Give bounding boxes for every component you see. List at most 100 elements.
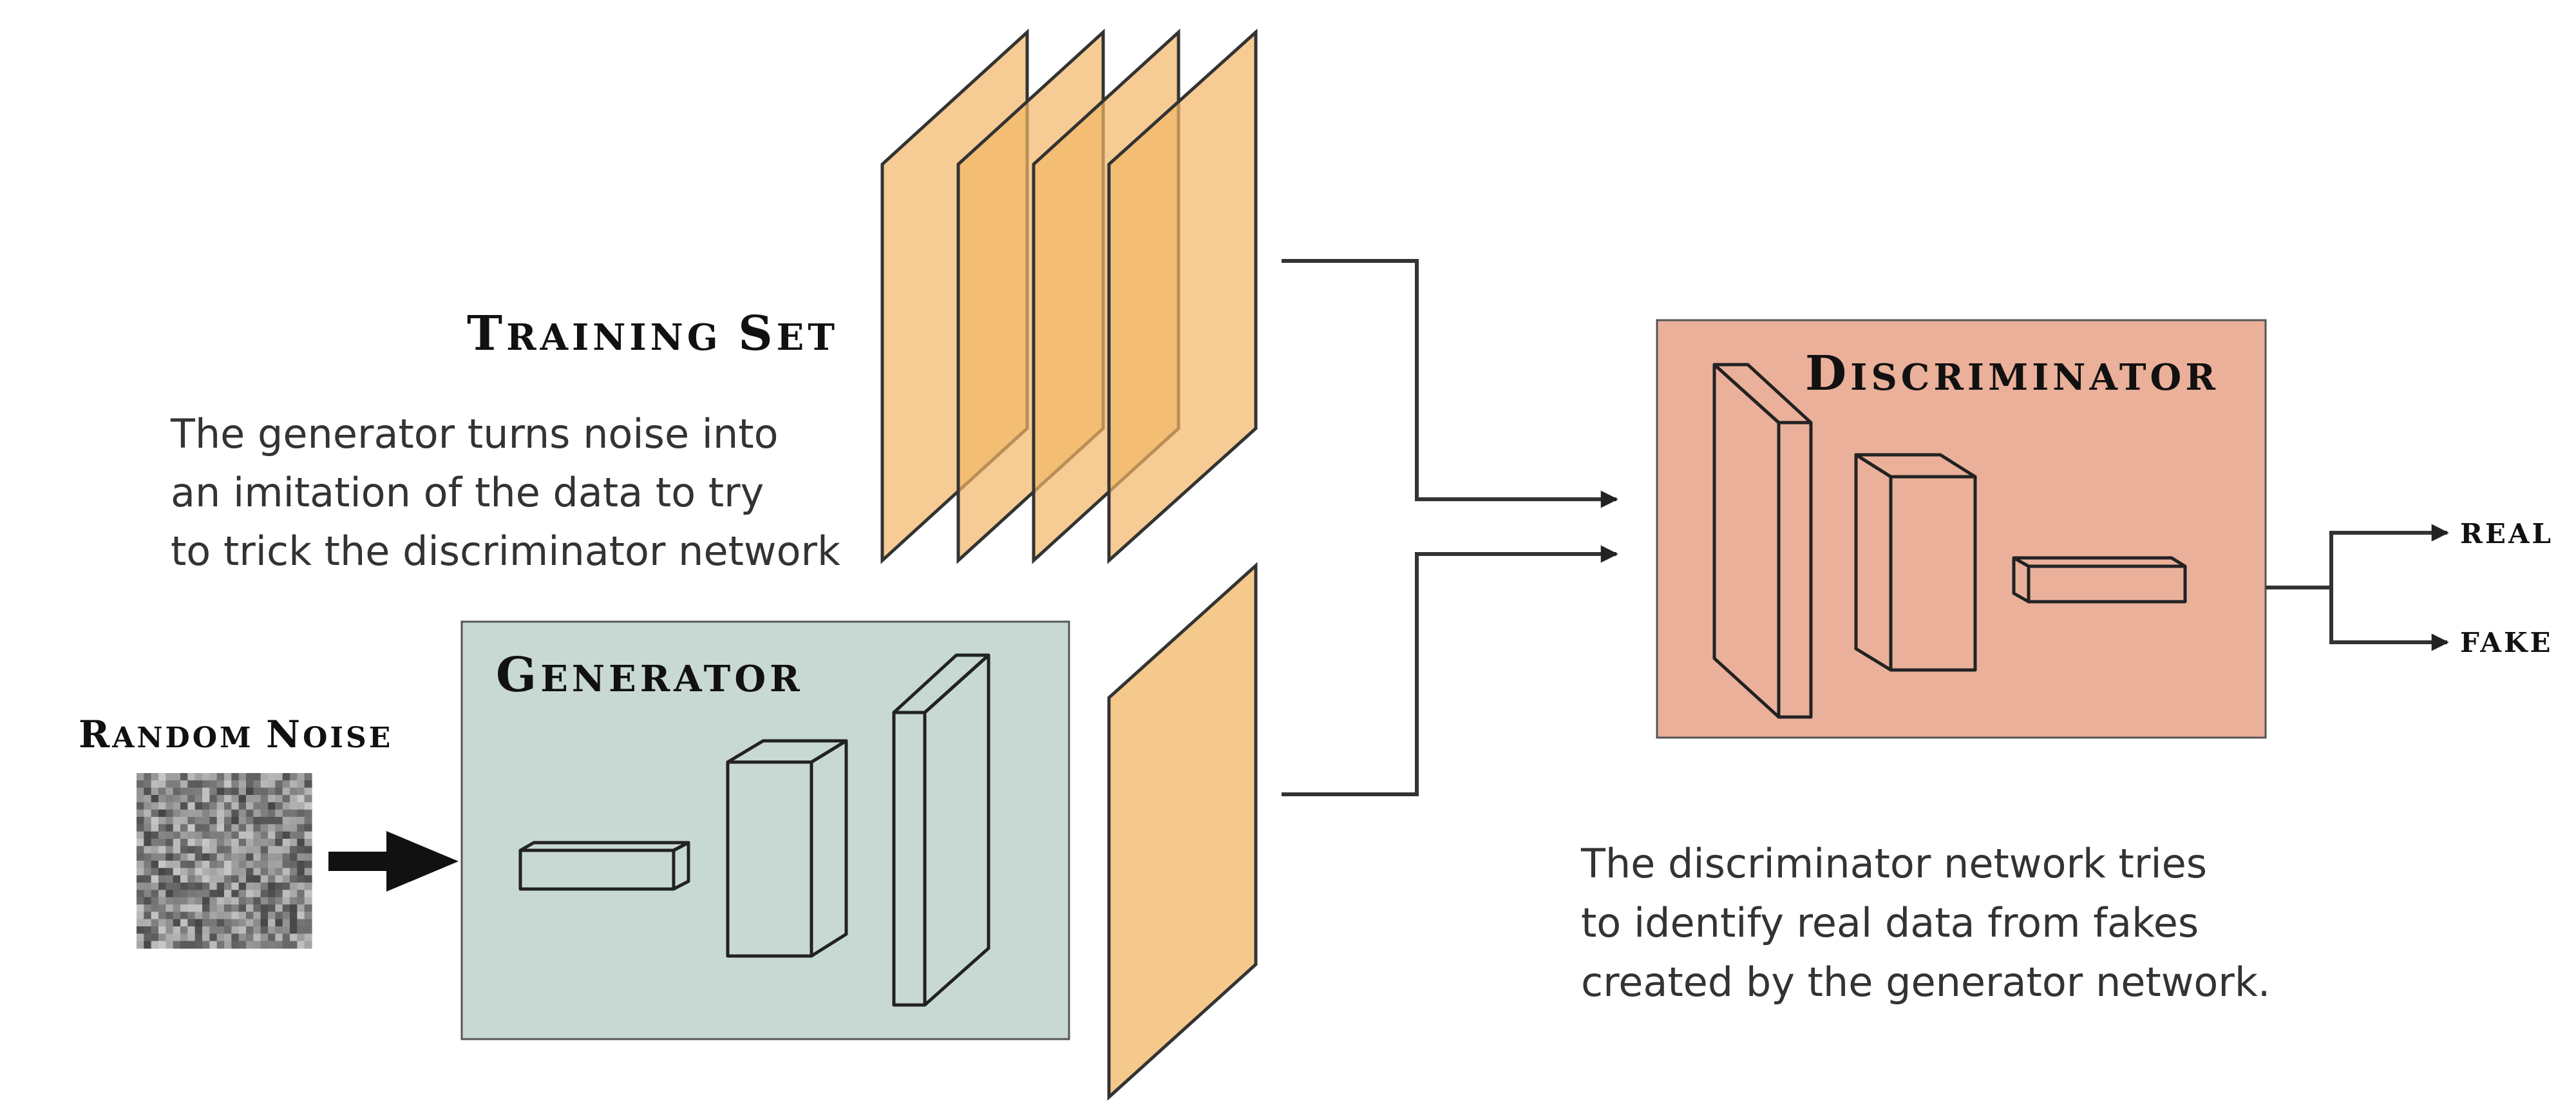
noise-pixel [166, 933, 174, 942]
noise-pixel [202, 897, 210, 905]
noise-pixel [282, 787, 290, 796]
noise-pixel [151, 802, 159, 810]
noise-pixel [209, 831, 218, 839]
noise-pixel [209, 809, 218, 818]
noise-pixel [297, 933, 305, 942]
noise-pixel [202, 817, 210, 825]
noise-pixel [297, 912, 305, 920]
noise-pixel [297, 780, 305, 789]
noise-pixel [187, 868, 196, 876]
noise-pixel [290, 890, 298, 898]
noise-pixel [290, 861, 298, 868]
noise-pixel [246, 853, 254, 861]
noise-pixel [144, 802, 152, 810]
noise-pixel [144, 941, 152, 949]
noise-pixel [238, 839, 247, 846]
noise-pixel [253, 904, 261, 912]
noise-pixel [246, 875, 254, 883]
noise-pixel [173, 933, 181, 942]
noise-pixel [304, 824, 312, 832]
noise-pixel [238, 861, 247, 868]
noise-pixel [144, 839, 152, 846]
generator-note: The generator turns noise into an imitat… [170, 410, 840, 575]
noise-pixel [297, 831, 305, 839]
noise-pixel [238, 919, 247, 927]
noise-pixel [231, 868, 240, 876]
noise-pixel [260, 780, 269, 789]
noise-pixel [144, 817, 152, 825]
noise-pixel [144, 883, 152, 890]
noise-pixel [275, 780, 283, 789]
noise-pixel [282, 933, 290, 942]
noise-pixel [187, 904, 196, 912]
noise-pixel [202, 824, 210, 832]
noise-pixel [238, 787, 247, 796]
generator-title: GENERATOR [496, 647, 804, 703]
noise-pixel [180, 875, 188, 883]
noise-pixel [144, 926, 152, 934]
noise-pixel [151, 890, 159, 898]
noise-pixel [166, 941, 174, 949]
noise-pixel [158, 787, 166, 796]
noise-pixel [246, 817, 254, 825]
noise-pixel [304, 941, 312, 949]
discriminator-note-line-1: The discriminator network tries [1580, 840, 2207, 887]
noise-pixel [260, 897, 269, 905]
noise-pixel [224, 809, 232, 818]
noise-pixel [144, 868, 152, 876]
noise-pixel [180, 824, 188, 832]
noise-pixel [144, 787, 152, 796]
noise-pixel [224, 839, 232, 846]
noise-pixel [238, 868, 247, 876]
training-set-title: TRAINING SET [467, 306, 838, 361]
noise-pixel [194, 912, 203, 920]
noise-pixel [290, 817, 298, 825]
noise-pixel [253, 839, 261, 846]
noise-pixel [216, 926, 225, 934]
noise-pixel [290, 824, 298, 832]
noise-pixel [224, 941, 232, 949]
noise-pixel [202, 831, 210, 839]
noise-pixel [246, 883, 254, 890]
noise-pixel [137, 773, 144, 781]
noise-pixel [253, 897, 261, 905]
noise-pixel [231, 897, 240, 905]
noise-pixel [173, 809, 181, 818]
noise-pixel [290, 809, 298, 818]
noise-pixel [297, 897, 305, 905]
discriminator-note-line-3: created by the generator network. [1581, 959, 2270, 1006]
noise-pixel [137, 883, 144, 890]
noise-pixel [253, 846, 261, 854]
noise-pixel [260, 890, 269, 898]
noise-pixel [187, 802, 196, 810]
noise-pixel [216, 861, 225, 868]
generator-box [460, 620, 1070, 1040]
noise-pixel [304, 787, 312, 796]
noise-pixel [209, 787, 218, 796]
noise-pixel [304, 780, 312, 789]
noise-pixel [268, 853, 276, 861]
noise-pixel [137, 875, 144, 883]
noise-pixel [246, 780, 254, 789]
noise-pixel [290, 919, 298, 927]
noise-pixel [209, 868, 218, 876]
noise-pixel [304, 831, 312, 839]
noise-pixel [275, 787, 283, 796]
noise-pixel [187, 773, 196, 781]
noise-pixel [144, 831, 152, 839]
noise-pixel [180, 817, 188, 825]
noise-pixel [137, 839, 144, 846]
noise-pixel [194, 941, 203, 949]
noise-pixel [173, 926, 181, 934]
noise-pixel [209, 853, 218, 861]
noise-pixel [246, 926, 254, 934]
noise-pixel [253, 875, 261, 883]
noise-pixel [282, 853, 290, 861]
noise-pixel [166, 890, 174, 898]
noise-pixel [231, 904, 240, 912]
noise-pixel [224, 912, 232, 920]
noise-pixel [297, 809, 305, 818]
noise-pixel [246, 941, 254, 949]
noise-pixel [137, 853, 144, 861]
noise-pixel [224, 787, 232, 796]
